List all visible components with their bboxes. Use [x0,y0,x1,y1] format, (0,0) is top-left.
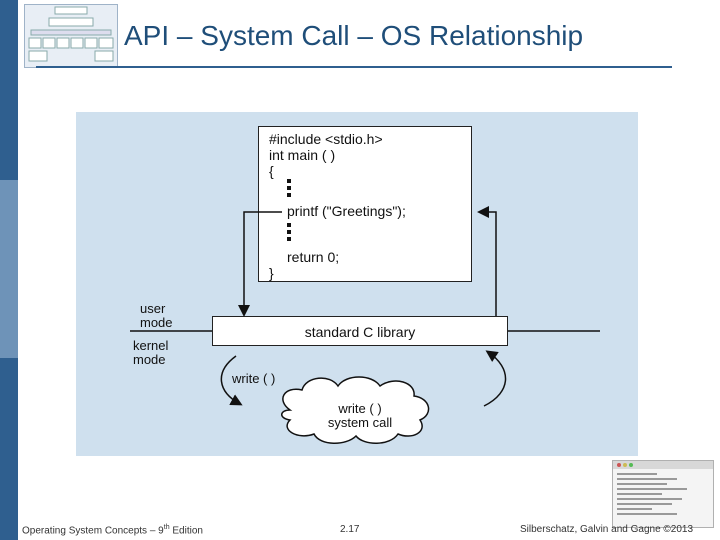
thumbnail-screenshot-graphic [613,461,713,515]
user-mode-label: user mode [140,302,173,330]
user-mode-line-2: mode [140,315,173,330]
code-line-main: int main ( ) [269,147,336,163]
ellipsis-dots [287,179,291,241]
footer-page-number: 2.17 [340,524,360,535]
footer-book-sup: th [163,524,170,531]
system-call-label: write ( ) system call [300,402,420,430]
thumbnail-diagram-graphic [28,6,114,62]
code-line-close-brace: } [269,265,274,281]
footer-book-suffix: Edition [169,525,203,537]
system-call-line-1: write ( ) [338,401,382,416]
code-line-include: #include <stdio.h> [269,131,383,147]
left-accent-bar-highlight [0,180,18,358]
thumbnail-diagram-top [24,4,118,68]
system-call-line-2: system call [327,415,393,430]
footer-book-title: Operating System Concepts – 9th Edition [22,524,203,536]
kernel-mode-line-1: kernel [133,338,169,353]
return-arrow [477,206,497,316]
syscall-return-curve-arrow [483,350,507,407]
standard-c-library-box: standard C library [212,316,508,346]
code-line-return: return 0; [287,249,340,265]
thumbnail-screenshot-bottom [612,460,714,528]
write-curve-arrow [220,355,243,406]
code-box: #include <stdio.h> int main ( ) { printf… [258,126,472,282]
kernel-mode-line-2: mode [133,352,166,367]
code-line-printf: printf ("Greetings"); [287,203,406,219]
code-line-open-brace: { [269,163,274,179]
kernel-mode-label: kernel mode [133,339,168,367]
slide-title: API – System Call – OS Relationship [124,20,584,51]
footer-book-prefix: Operating System Concepts – 9 [22,525,164,537]
write-call-label: write ( ) [232,371,276,386]
system-call-cloud [281,376,430,444]
title-divider [36,66,672,68]
footer-copyright: Silberschatz, Galvin and Gagne ©2013 [520,524,694,535]
call-arrow [238,211,282,317]
user-mode-line-1: user [140,301,166,316]
standard-c-library-label: standard C library [304,324,416,340]
